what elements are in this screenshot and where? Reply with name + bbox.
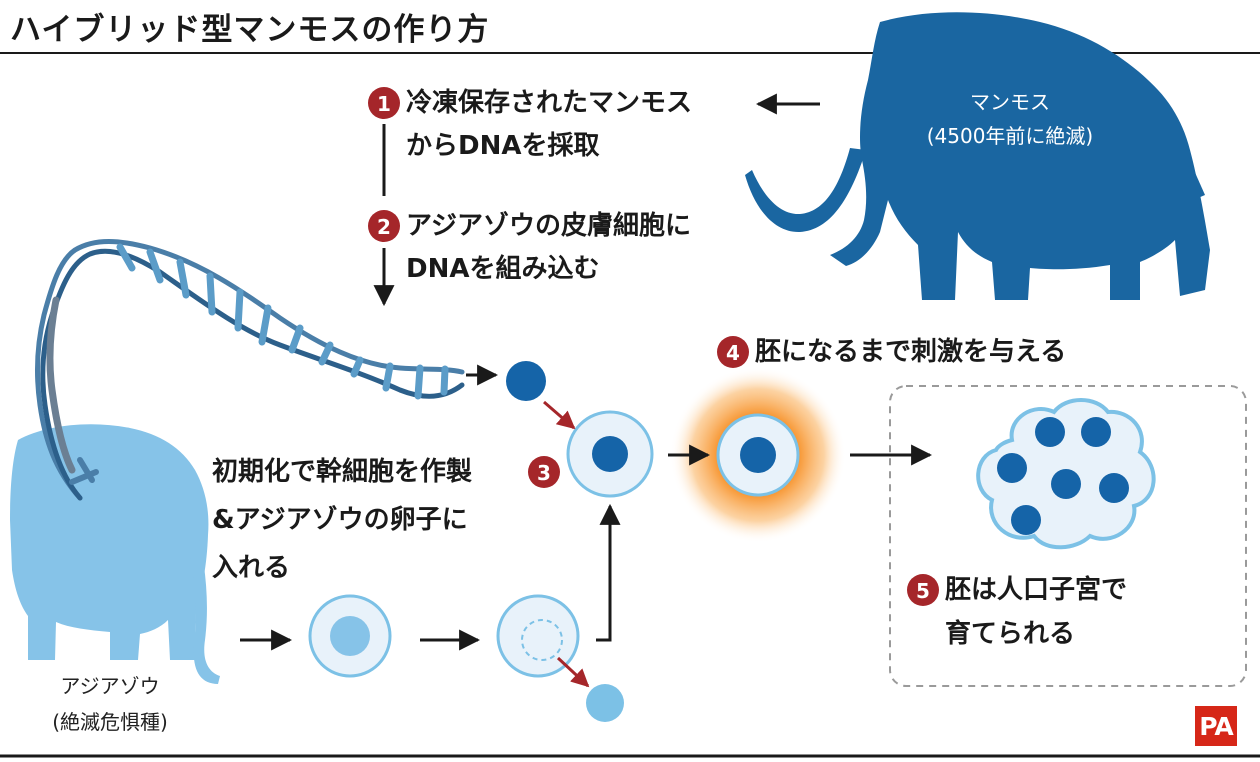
step-3-line3: 入れる xyxy=(212,553,291,583)
elephant-label: アジアゾウ xyxy=(60,674,160,698)
step-5-line2: 育てられる xyxy=(945,619,1076,649)
mammoth-label: マンモス xyxy=(970,90,1050,114)
mammoth-silhouette xyxy=(745,12,1210,300)
cell-stimulated-nucleus xyxy=(740,437,776,473)
step-3-line2: &アジアゾウの卵子に xyxy=(212,505,468,535)
arrow-nucleus-removed xyxy=(556,656,590,688)
dna-helix xyxy=(35,239,465,501)
step-2-line1: アジアゾウの皮膚細胞に xyxy=(406,211,691,241)
elephant-silhouette xyxy=(10,424,220,684)
elephant-sublabel: (絶滅危惧種) xyxy=(52,710,168,734)
badge-1 xyxy=(368,87,400,119)
cells xyxy=(308,361,1156,722)
step-1-line2: からDNAを採取 xyxy=(406,131,600,161)
badge-3 xyxy=(528,456,560,488)
badge-4 xyxy=(717,336,749,368)
pa-logo: PA xyxy=(1195,706,1237,746)
arrows xyxy=(240,93,933,651)
cell-egg-removed-outline xyxy=(521,619,563,661)
badge-5 xyxy=(907,574,939,606)
badge-4-num: 4 xyxy=(726,341,740,365)
step-4-line1: 胚になるまで刺激を与える xyxy=(755,337,1067,367)
arrow-nucleus-into-stem xyxy=(543,400,576,430)
womb-box xyxy=(889,385,1247,687)
cell-removed-nucleus xyxy=(586,684,624,722)
badge-1-num: 1 xyxy=(377,92,391,116)
badge-5-num: 5 xyxy=(916,579,930,603)
badge-3-num: 3 xyxy=(537,461,551,485)
cell-nucleus-dna xyxy=(506,361,546,401)
mammoth-sublabel: (4500年前に絶滅) xyxy=(926,124,1094,148)
step-2-line2: DNAを組み込む xyxy=(406,254,600,284)
cell-egg-nucleus xyxy=(330,616,370,656)
cell-egg-enucleated xyxy=(496,594,580,678)
cell-stem-nucleus xyxy=(592,436,628,472)
page-title: ハイブリッド型マンモスの作り方 xyxy=(10,12,490,48)
step-1-line1: 冷凍保存されたマンモス xyxy=(406,88,693,118)
step-5-line1: 胚は人口子宮で xyxy=(945,575,1128,605)
red-arrows xyxy=(543,400,590,688)
step-badges: 1 2 3 4 5 xyxy=(368,87,939,606)
badge-2-num: 2 xyxy=(377,215,391,239)
badge-2 xyxy=(368,210,400,242)
embryo-cluster xyxy=(976,398,1156,550)
arrow-enucleated-to-stem xyxy=(596,503,621,642)
step-3-line1: 初期化で幹細胞を作製 xyxy=(212,457,473,487)
